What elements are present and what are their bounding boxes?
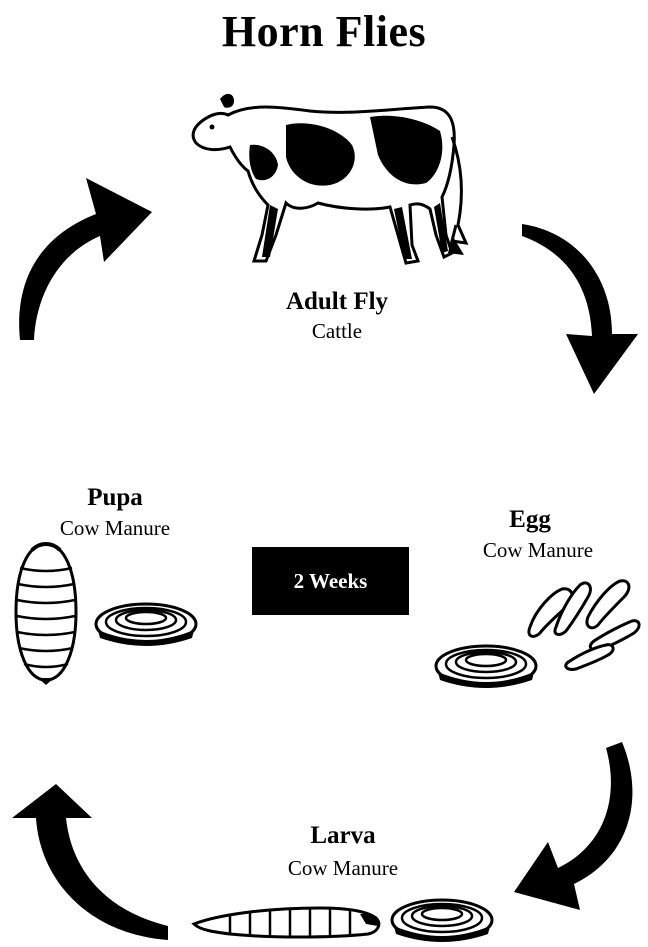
arrow-egg-to-larva bbox=[514, 742, 632, 910]
manure-pile-larva bbox=[388, 894, 496, 946]
stage-host-pupa: Cow Manure bbox=[30, 516, 200, 540]
stage-label-egg: Egg bbox=[470, 506, 590, 534]
pupa-illustration bbox=[10, 540, 82, 685]
stage-label-pupa: Pupa bbox=[40, 484, 190, 512]
stage-label-larva: Larva bbox=[268, 822, 418, 850]
arrow-pupa-to-adult bbox=[19, 178, 152, 340]
arrow-larva-to-pupa bbox=[12, 784, 168, 940]
stage-host-larva: Cow Manure bbox=[258, 856, 428, 880]
duration-label: 2 Weeks bbox=[294, 569, 368, 594]
manure-pile-egg bbox=[432, 640, 540, 692]
larva-illustration bbox=[190, 894, 385, 944]
manure-pile-pupa bbox=[92, 598, 200, 648]
arrow-adult-to-egg bbox=[522, 224, 638, 394]
stage-host-egg: Cow Manure bbox=[458, 538, 618, 562]
eggs-illustration bbox=[522, 575, 642, 675]
duration-box: 2 Weeks bbox=[252, 547, 409, 615]
